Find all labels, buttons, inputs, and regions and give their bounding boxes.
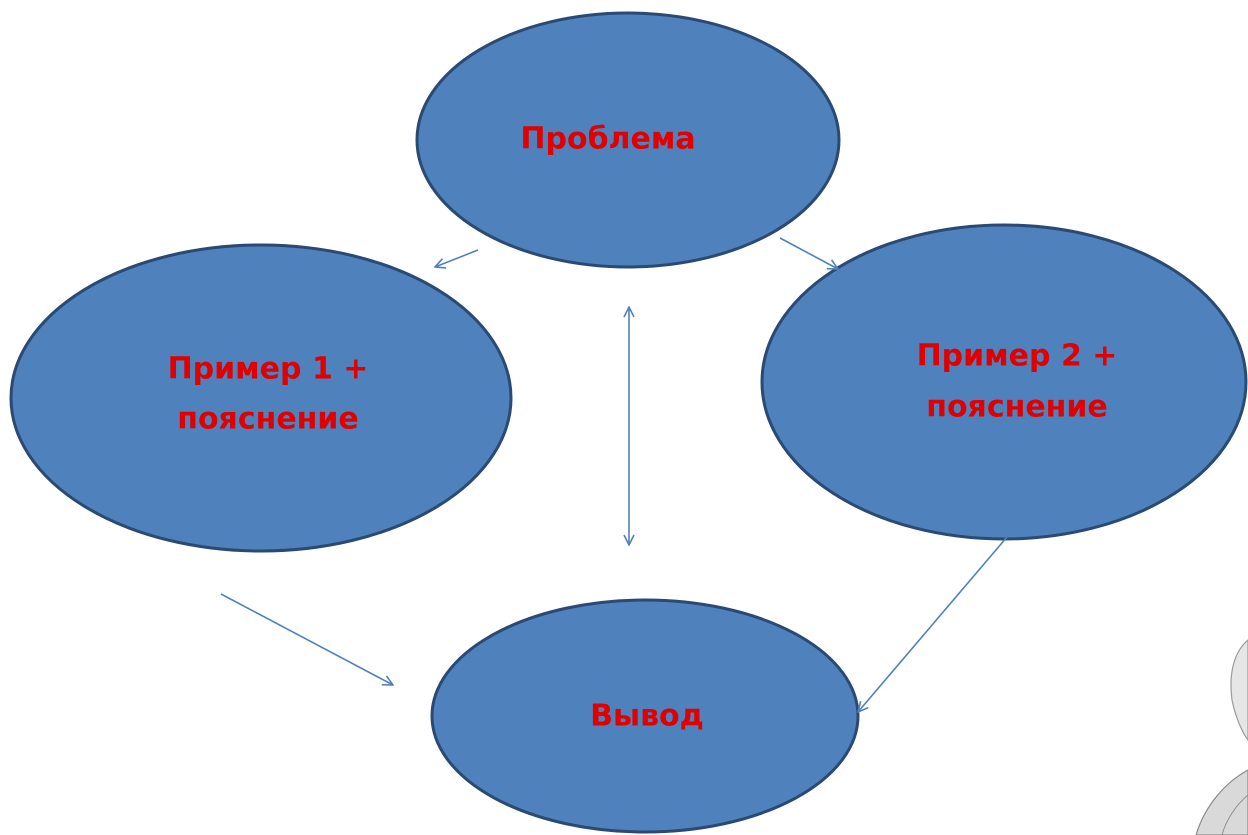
node-problem-shape [415, 11, 841, 269]
node-example-1: Пример 1 + пояснение [9, 243, 513, 553]
node-conclusion: Вывод [430, 598, 860, 834]
node-example-2-label-line1: Пример 2 + [917, 339, 1118, 374]
arrow-problem-to-example-1 [435, 249, 479, 267]
node-example-2-label-line2: пояснение [926, 390, 1108, 425]
node-example-1-shape [9, 243, 513, 553]
arrow-example-2-to-conclusion [858, 536, 1008, 712]
node-example-2-shape [760, 223, 1248, 541]
corner-figure-decoration [1195, 639, 1248, 835]
node-example-1-label-line2: пояснение [177, 402, 359, 437]
node-example-1-label-line1: Пример 1 + [168, 352, 369, 387]
node-problem: Проблема [415, 11, 841, 269]
node-example-2: Пример 2 + пояснение [760, 223, 1248, 541]
arrow-problem-to-example-2 [779, 237, 838, 269]
node-conclusion-shape [430, 598, 860, 834]
arrow-example-1-to-conclusion [220, 593, 393, 685]
node-conclusion-label: Вывод [590, 699, 704, 734]
node-problem-label: Проблема [520, 122, 695, 157]
